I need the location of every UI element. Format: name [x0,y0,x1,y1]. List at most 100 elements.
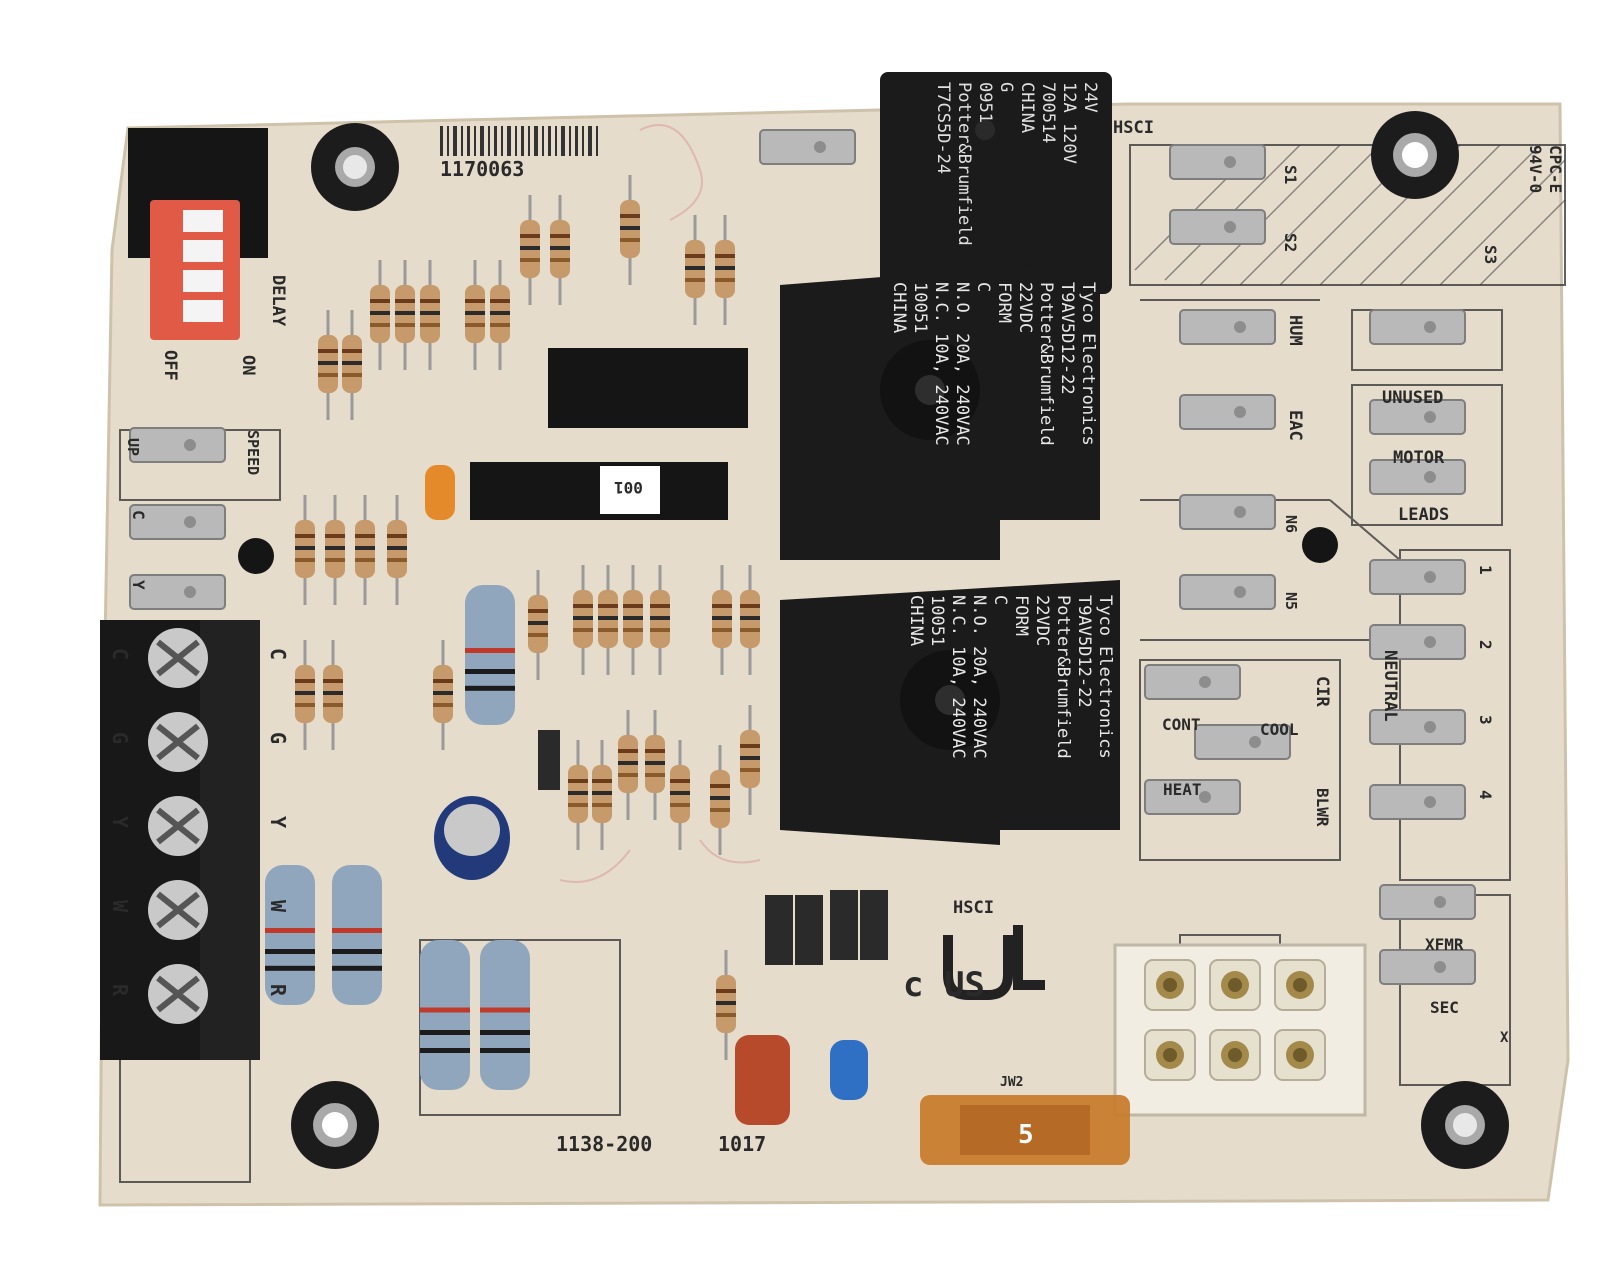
neutral-number-2: 2 [1476,640,1495,650]
mount-hole-bottom-right [1421,1081,1509,1169]
small-resistors [295,175,760,1060]
terminal-label-right-r: R [266,984,290,997]
neutral-number-4: 4 [1476,790,1495,800]
left-tab-label-c: C [129,510,148,520]
quick-connect-tab [1179,394,1276,430]
axial-resistor [712,565,732,675]
label-eac: EAC [1285,410,1305,441]
terminal-label-right-w: W [266,900,290,913]
label-neutral: NEUTRAL [1380,650,1400,722]
terminal-label-w: W [108,900,132,913]
quick-connect-tab [1144,664,1241,700]
axial-resistor [740,705,760,815]
axial-resistor [387,495,407,605]
terminal-screw [148,964,208,1024]
label-blwr: BLWR [1313,788,1332,827]
power-resistors [265,585,530,1090]
axial-resistor [342,310,362,420]
molex-pin [1209,959,1261,1011]
axial-resistor [528,570,548,680]
axial-resistor [370,260,390,370]
rating-mark: 94V-0 [1526,145,1545,194]
axial-resistor [520,195,540,305]
terminal-screw [148,712,208,772]
axial-resistor [645,710,665,820]
quick-connect-tab [759,129,856,165]
label-cir: CIR [1312,676,1332,707]
axial-resistor [295,495,315,605]
axial-resistor [550,195,570,305]
label-off: OFF [160,350,180,381]
label-s1: S1 [1281,165,1300,185]
axial-resistor [325,495,345,605]
relay-k2 [780,260,1100,560]
relay-k3 [780,580,1120,845]
molex-pin [1144,1029,1196,1081]
terminal-label-right-y: Y [266,816,290,829]
label-s3: S3 [1481,245,1500,265]
relay-k1 [880,72,1112,294]
quick-connect-tab [1194,724,1291,760]
quick-connect-tab [1369,399,1466,435]
power-resistor [465,585,515,725]
axial-resistor [295,640,315,750]
label-sec: SEC [1430,998,1459,1017]
terminal-block [100,620,260,1060]
power-resistor [332,865,382,1005]
quick-connect-tab [1369,784,1466,820]
diodes [538,730,888,965]
label-up: UP [124,438,142,457]
molex-connector [1113,943,1367,1117]
quick-connect-tab [1169,144,1266,180]
quick-connect-tab [1369,624,1466,660]
blade-fuse [920,1095,1130,1165]
label-x: X [1500,1030,1509,1046]
power-resistor [480,940,530,1090]
axial-resistor [623,565,643,675]
board-code: 1138-200 [556,1132,653,1156]
relay-k2-text: Tyco Electronics T9AV5D12-22 Potter&Brum… [889,282,1098,446]
part-number: 1170063 [440,157,525,181]
mounting-holes [291,111,1509,1169]
label-s2: S2 [1281,233,1300,253]
terminal-label-r: R [108,984,132,997]
power-resistor [265,865,315,1005]
axial-resistor [650,565,670,675]
terminal-label-c: C [108,648,132,661]
date-code: 1017 [718,1132,767,1156]
terminal-label-right-c: C [266,648,290,661]
terminal-screw [148,628,208,688]
ul-mark: c US [903,965,985,1005]
quick-connect-tab [1369,709,1466,745]
axial-resistor [740,565,760,675]
axial-resistor [685,215,705,325]
label-cool: COOL [1260,720,1299,739]
relay-k3-text: Tyco Electronics T9AV5D12-22 Potter&Brum… [906,595,1115,759]
label-n6: N6 [1282,515,1300,534]
axial-resistor [465,260,485,370]
axial-resistor [710,745,730,855]
label-delay: DELAY [268,275,288,327]
ic-u2 [548,348,748,428]
axial-resistor [355,495,375,605]
molex-pin [1209,1029,1261,1081]
left-tab-label-y: Y [129,580,148,590]
barcode [440,126,598,156]
quick-connect-tab [1169,209,1266,245]
terminal-label-g: G [108,732,132,745]
terminal-screw [148,796,208,856]
neutral-number-1: 1 [1476,565,1495,575]
label-leads: LEADS [1398,505,1450,525]
axial-resistor [395,260,415,370]
terminal-screw [148,880,208,940]
terminal-label-y: Y [108,816,132,829]
label-heat: HEAT [1163,780,1202,799]
axial-resistor [420,260,440,370]
fuse-value: 5 [1018,1120,1034,1150]
label-n5: N5 [1282,592,1300,611]
terminal-label-right-g: G [266,732,290,745]
dip-switch [150,200,240,340]
label-unused: UNUSED [1382,388,1444,408]
quick-connect-tab [129,504,226,540]
